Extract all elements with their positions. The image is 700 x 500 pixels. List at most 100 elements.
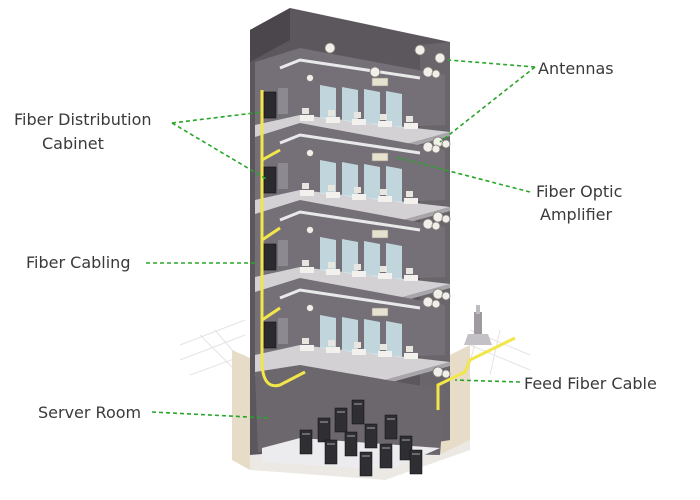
rack-light	[387, 418, 395, 420]
label-fiber-cabling: Fiber Cabling	[26, 253, 130, 272]
feed-tower-icon	[464, 305, 492, 345]
antenna-icon	[431, 299, 441, 309]
label-fiber-distribution: Fiber Distribution	[14, 110, 152, 129]
monitor	[302, 183, 309, 189]
glass-partition	[386, 321, 402, 358]
antenna-icon	[306, 149, 314, 157]
server-rack-icon	[317, 417, 331, 443]
fiber-cabinet-icon	[263, 243, 277, 271]
server-rack-icon	[399, 435, 413, 461]
glass-partition	[386, 91, 402, 128]
leader-antenna-1	[447, 59, 536, 68]
monitor	[354, 264, 361, 270]
glass-partition	[386, 243, 402, 280]
server-rack-icon	[384, 414, 398, 440]
cable-tray	[279, 288, 421, 310]
server-rack-icon	[379, 443, 393, 469]
cabinet-panel	[278, 163, 288, 189]
desk	[300, 190, 314, 196]
antenna-icon	[422, 66, 434, 78]
monitor	[380, 114, 387, 120]
amplifier-icon	[371, 307, 389, 317]
glass-partition	[364, 164, 380, 201]
desk	[352, 271, 366, 277]
cabinet-panel	[278, 318, 288, 344]
leader-cabinet-2	[171, 122, 269, 181]
antenna-icon	[441, 139, 451, 149]
monitor	[406, 346, 413, 352]
rack-light	[382, 447, 390, 449]
desk	[300, 115, 314, 121]
leader-cabinet	[171, 111, 263, 124]
desk	[378, 273, 392, 279]
glass-partition	[342, 239, 358, 276]
desk	[352, 349, 366, 355]
monitor	[302, 108, 309, 114]
leader-antenna-2	[439, 66, 536, 143]
antenna-icon	[431, 221, 441, 231]
monitor	[328, 110, 335, 116]
antenna-icon	[441, 291, 451, 301]
monitor	[328, 340, 335, 346]
desk	[378, 196, 392, 202]
monitor	[380, 266, 387, 272]
antenna-icon	[441, 369, 451, 379]
desk	[326, 269, 340, 275]
label-antennas: Antennas	[538, 59, 614, 78]
antenna-icon	[432, 211, 444, 223]
rack-light	[367, 427, 375, 429]
rack-light	[362, 455, 370, 457]
monitor	[354, 187, 361, 193]
desk	[326, 347, 340, 353]
glass-partition	[364, 319, 380, 356]
antenna-icon	[422, 218, 434, 230]
floor-plates	[255, 48, 450, 384]
server-rack-icon	[299, 429, 313, 455]
desk	[404, 123, 418, 129]
desk	[404, 275, 418, 281]
rack-light	[347, 435, 355, 437]
fiber-cabinet-icon	[263, 321, 277, 349]
antenna-icon	[369, 66, 381, 78]
desk	[300, 267, 314, 273]
glass-partition	[342, 317, 358, 354]
desk	[352, 194, 366, 200]
cabinet-panel	[278, 240, 288, 266]
antenna-icon	[306, 304, 314, 312]
desk	[404, 353, 418, 359]
glass-partition	[342, 162, 358, 199]
amplifier-icon	[371, 77, 389, 87]
glass-partition	[364, 89, 380, 126]
rack-light	[302, 433, 310, 435]
desk	[300, 345, 314, 351]
rack-light	[412, 453, 420, 455]
monitor	[354, 342, 361, 348]
rack-light	[337, 411, 345, 413]
glass-partition	[386, 166, 402, 203]
label-cabinet: Cabinet	[42, 134, 104, 153]
leader-feed	[454, 379, 521, 383]
glass-partition	[320, 237, 336, 274]
cable-tray	[279, 210, 421, 232]
server-rack-icon	[351, 399, 365, 425]
antenna-icon	[414, 44, 426, 56]
antenna-icon	[434, 52, 446, 64]
label-server-room: Server Room	[38, 403, 141, 422]
rack-light	[354, 403, 362, 405]
glass-partition	[320, 85, 336, 122]
labels: Fiber Distribution Cabinet Fiber Cabling…	[14, 59, 657, 422]
desk	[404, 198, 418, 204]
server-rack-icon	[334, 407, 348, 433]
antenna-icon	[431, 144, 441, 154]
rack-light	[402, 439, 410, 441]
glass-partition	[320, 160, 336, 197]
server-rack-icon	[344, 431, 358, 457]
monitor	[328, 185, 335, 191]
monitor	[302, 338, 309, 344]
antenna-icon	[306, 74, 314, 82]
monitor	[380, 344, 387, 350]
leader-lines	[146, 59, 536, 419]
antenna-icon	[432, 366, 444, 378]
